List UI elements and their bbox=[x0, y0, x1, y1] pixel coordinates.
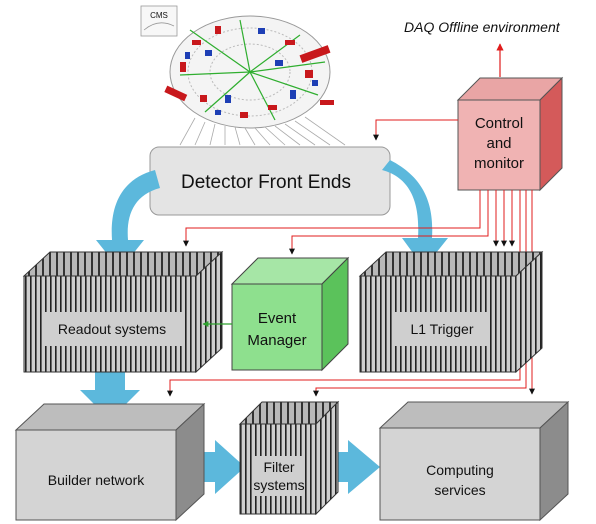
cms-logo: CMS bbox=[140, 5, 178, 37]
filter-line2: systems bbox=[253, 477, 304, 493]
control-line3: monitor bbox=[474, 155, 524, 172]
readout-systems-box: Readout systems bbox=[22, 250, 224, 374]
event-manager-line2: Manager bbox=[247, 332, 306, 349]
detector-front-ends-box: Detector Front Ends bbox=[149, 146, 391, 216]
control-line1: Control bbox=[475, 115, 523, 132]
builder-network-box: Builder network bbox=[14, 402, 206, 522]
detector-event-image bbox=[164, 15, 346, 146]
frontends-to-l1-arrow bbox=[382, 160, 448, 268]
logo-text: CMS bbox=[150, 11, 168, 20]
readout-to-builder-arrow bbox=[80, 372, 140, 420]
daq-offline-label: DAQ Offline environment bbox=[404, 19, 561, 35]
control-monitor-box: Control and monitor bbox=[456, 76, 564, 192]
computing-line2: services bbox=[434, 482, 485, 498]
readout-label: Readout systems bbox=[58, 321, 166, 337]
frontends-to-readout-arrow bbox=[96, 170, 160, 270]
computing-line1: Computing bbox=[426, 462, 494, 478]
front-ends-label: Detector Front Ends bbox=[181, 172, 351, 193]
control-line2: and bbox=[486, 135, 511, 152]
filter-line1: Filter bbox=[263, 459, 294, 475]
event-manager-box: Event Manager bbox=[230, 256, 350, 372]
event-manager-line1: Event bbox=[258, 310, 297, 327]
builder-label: Builder network bbox=[48, 472, 145, 488]
filter-systems-box: Filter systems bbox=[238, 400, 340, 516]
control-to-frontends-line bbox=[373, 119, 458, 141]
l1-trigger-label: L1 Trigger bbox=[410, 321, 473, 337]
computing-services-box: Computing services bbox=[378, 400, 570, 522]
l1-trigger-box: L1 Trigger bbox=[358, 250, 544, 374]
